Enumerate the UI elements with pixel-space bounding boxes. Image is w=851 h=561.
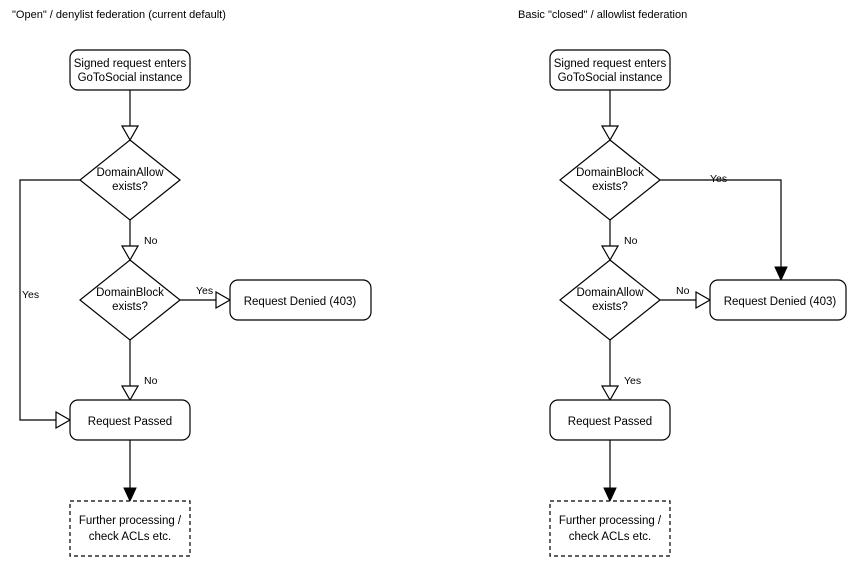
node-decision-domainblock-right: DomainBlock exists? — [559, 139, 661, 221]
node-request-denied-left: Request Denied (403) — [229, 279, 372, 321]
edge-passed-to-further-right — [603, 440, 617, 503]
domainallow-label-line2-left: exists? — [112, 181, 148, 193]
edge-label-domainblock-yes-right: Yes — [710, 173, 727, 185]
node-decision-domainallow-left: DomainAllow exists? — [79, 139, 181, 221]
arrowhead-open-icon — [55, 410, 72, 430]
arrowhead-open-icon — [600, 385, 620, 402]
arrowhead-open-icon — [120, 385, 140, 402]
entry-label-line2-right: GoToSocial instance — [558, 72, 663, 84]
arrowhead-open-icon — [695, 290, 712, 310]
further-processing-label-line2-left: check ACLs etc. — [89, 531, 171, 543]
node-entry-right: Signed request enters GoToSocial instanc… — [549, 49, 671, 91]
edge-label-domainallow-no-right: No — [676, 285, 690, 297]
column-open-denylist: "Open" / denylist federation (current de… — [12, 9, 372, 557]
arrowhead-filled-icon — [123, 487, 137, 503]
edge-entry-to-domainblock-right — [600, 90, 620, 142]
edge-label-domainallow-yes-right: Yes — [624, 375, 641, 387]
arrowhead-open-icon — [120, 125, 140, 142]
entry-box-left — [69, 49, 191, 91]
further-processing-box-left — [69, 500, 191, 557]
request-passed-label-left: Request Passed — [88, 416, 172, 428]
domainallow-label-line1-right: DomainAllow — [576, 287, 644, 299]
domainblock-label-line1-left: DomainBlock — [96, 287, 164, 299]
edge-label-domainblock-no-right: No — [624, 235, 638, 247]
domainallow-diamond-left — [79, 139, 181, 221]
domainallow-label-line1-left: DomainAllow — [96, 167, 164, 179]
column-title-left: "Open" / denylist federation (current de… — [12, 9, 226, 21]
further-processing-box-right — [549, 500, 671, 557]
arrowhead-open-icon — [120, 245, 140, 262]
arrowhead-open-icon — [215, 290, 232, 310]
domainblock-diamond-left — [79, 259, 181, 341]
node-decision-domainblock-left: DomainBlock exists? — [79, 259, 181, 341]
edge-label-domainallow-yes-left: Yes — [22, 289, 39, 301]
entry-label-line1-left: Signed request enters — [74, 58, 187, 70]
entry-box-right — [549, 49, 671, 91]
edge-passed-to-further-left — [123, 440, 137, 503]
edge-domainallow-yes-left: Yes — [19, 179, 80, 430]
edge-entry-to-domainallow-left — [120, 90, 140, 142]
edge-label-domainblock-no-left: No — [144, 375, 158, 387]
domainallow-label-line2-right: exists? — [592, 301, 628, 313]
entry-label-line1-right: Signed request enters — [554, 58, 667, 70]
node-decision-domainallow-right: DomainAllow exists? — [559, 259, 661, 341]
edge-label-domainblock-yes-left: Yes — [196, 285, 213, 297]
domainblock-label-line2-right: exists? — [592, 181, 628, 193]
request-denied-box-right — [709, 279, 847, 321]
request-denied-box-left — [229, 279, 372, 321]
edge-domainallow-no-left: No — [120, 220, 158, 262]
domainblock-diamond-right — [559, 139, 661, 221]
node-request-passed-left: Request Passed — [69, 399, 191, 441]
domainblock-label-line1-right: DomainBlock — [576, 167, 644, 179]
arrowhead-filled-icon — [774, 266, 788, 282]
edge-domainblock-no-right: No — [600, 220, 638, 262]
request-passed-label-right: Request Passed — [568, 416, 652, 428]
node-request-passed-right: Request Passed — [549, 399, 671, 441]
edge-label-domainallow-no-left: No — [144, 235, 158, 247]
node-further-processing-right: Further processing / check ACLs etc. — [549, 500, 671, 557]
further-processing-label-line2-right: check ACLs etc. — [569, 531, 651, 543]
column-closed-allowlist: Basic "closed" / allowlist federation Si… — [518, 9, 847, 557]
edge-domainallow-no-right: No — [660, 285, 712, 310]
node-further-processing-left: Further processing / check ACLs etc. — [69, 500, 191, 557]
edge-domainallow-yes-right: Yes — [600, 340, 641, 402]
edge-domainblock-no-left: No — [120, 340, 158, 402]
edge-domainblock-yes-right: Yes — [660, 173, 788, 282]
arrowhead-open-icon — [600, 125, 620, 142]
request-denied-label-right: Request Denied (403) — [724, 296, 837, 308]
further-processing-label-line1-left: Further processing / — [79, 515, 182, 527]
node-request-denied-right: Request Denied (403) — [709, 279, 847, 321]
entry-label-line2-left: GoToSocial instance — [78, 72, 183, 84]
arrowhead-open-icon — [600, 245, 620, 262]
node-entry-left: Signed request enters GoToSocial instanc… — [69, 49, 191, 91]
domainblock-label-line2-left: exists? — [112, 301, 148, 313]
edge-domainblock-yes-left: Yes — [180, 285, 232, 310]
further-processing-label-line1-right: Further processing / — [559, 515, 662, 527]
column-title-right: Basic "closed" / allowlist federation — [518, 9, 687, 21]
arrowhead-filled-icon — [603, 487, 617, 503]
request-denied-label-left: Request Denied (403) — [244, 296, 357, 308]
domainallow-diamond-right — [559, 259, 661, 341]
